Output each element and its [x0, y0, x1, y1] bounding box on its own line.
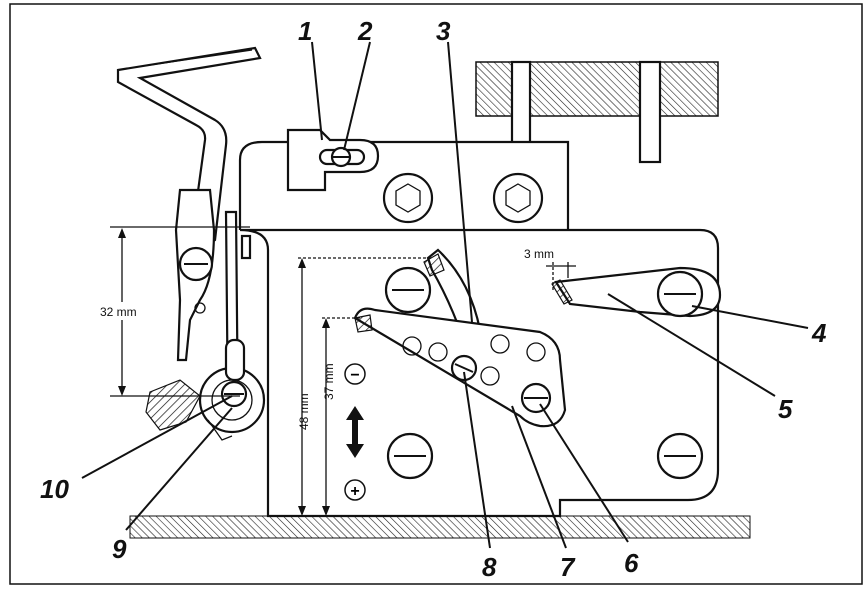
callout-3: 3 [436, 16, 451, 46]
bar-clamp-right [638, 60, 662, 164]
callout-5: 5 [778, 394, 793, 424]
callout-9: 9 [112, 534, 127, 564]
leader-8 [463, 371, 491, 549]
leader-10 [81, 395, 233, 479]
leader-6 [539, 403, 629, 543]
svg-text:−: − [350, 367, 359, 384]
callout-1: 1 [298, 16, 312, 46]
leader-4 [691, 305, 809, 329]
dim-37-label: 37 mm [322, 363, 336, 400]
svg-text:+: + [350, 483, 359, 500]
base-bed [129, 515, 751, 539]
leader-5 [607, 293, 776, 397]
minus-symbol [344, 363, 366, 385]
leader-1 [311, 41, 323, 141]
dim-3-label: 3 mm [524, 247, 554, 261]
callout-6: 6 [624, 548, 639, 578]
callout-8: 8 [482, 552, 497, 582]
frame-border [9, 3, 863, 585]
callout-10: 10 [40, 474, 69, 504]
callout-2: 2 [357, 16, 373, 46]
adjust-arrow-icon [346, 406, 364, 458]
leader-2 [343, 41, 371, 151]
callout-7: 7 [560, 552, 576, 582]
leader-3 [447, 41, 473, 323]
slot-10 [224, 338, 246, 382]
plus-symbol [344, 479, 366, 501]
leader-7 [511, 405, 567, 549]
presser-foot [145, 379, 201, 431]
presser-arm [116, 46, 262, 252]
hex-bolt-right [492, 172, 544, 224]
dim-32-label: 32 mm [100, 305, 137, 319]
leader-9 [125, 407, 233, 531]
callout-4: 4 [811, 318, 827, 348]
hex-bolt-left [382, 172, 434, 224]
dim-48-label: 48 mm [297, 393, 311, 430]
